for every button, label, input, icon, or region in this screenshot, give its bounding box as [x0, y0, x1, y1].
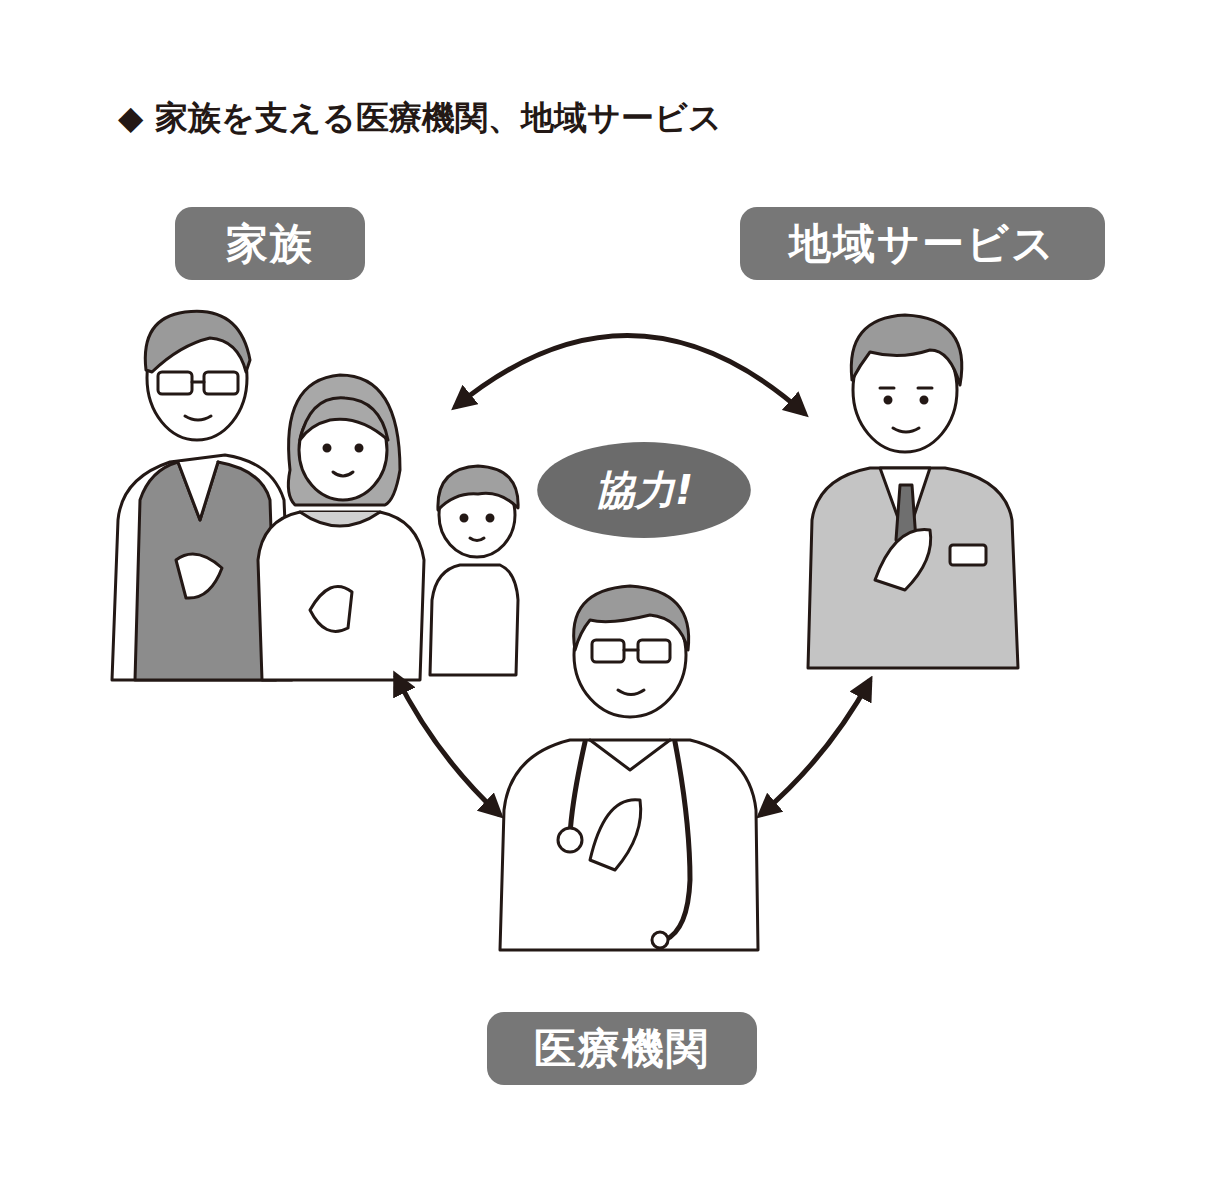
bubble-text: 協力! [535, 440, 753, 540]
doctor-figure [500, 586, 758, 950]
group-node: 家族 [105, 205, 455, 675]
child-figure [430, 466, 518, 675]
mother-figure [258, 375, 424, 680]
node-label: 医療機関 [487, 1012, 757, 1085]
node-label: 家族 [175, 207, 365, 280]
diagram-title: ◆ 家族を支える医療機関、地域サービス [118, 96, 722, 141]
double-arrow [396, 675, 501, 815]
double-arrow [760, 680, 870, 815]
group-node: 医療機関 [500, 560, 760, 1085]
group-node: 地域サービス [805, 205, 1105, 680]
speech-bubble: 協力! [535, 440, 753, 540]
double-arrow [455, 336, 805, 414]
node-label: 地域サービス [740, 207, 1105, 280]
service-staff-figure [808, 315, 1018, 668]
